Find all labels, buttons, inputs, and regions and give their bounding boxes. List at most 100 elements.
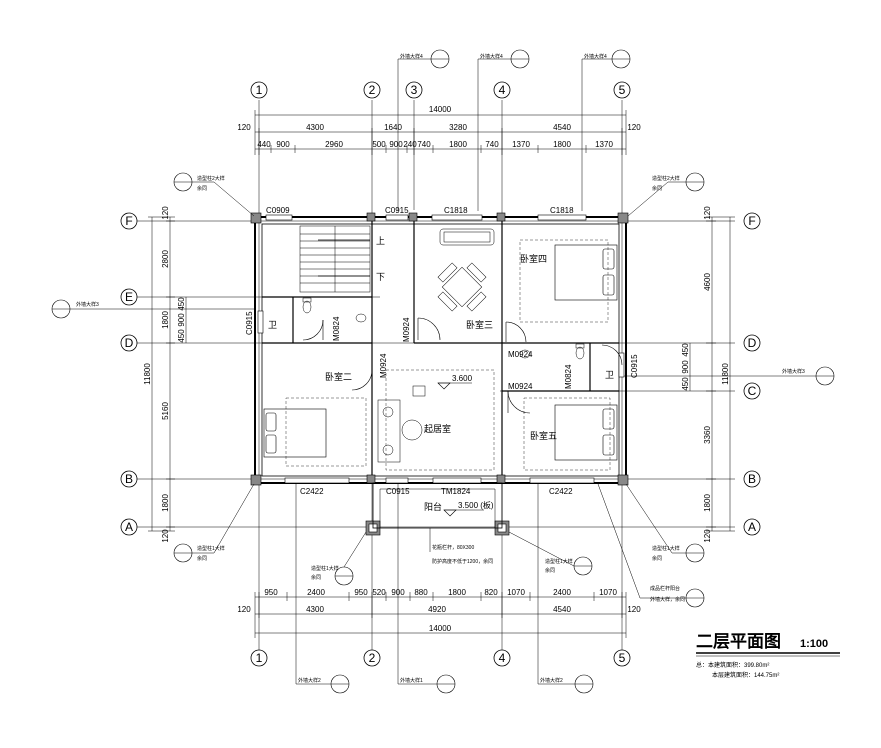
callout-right-b: 造型柱1大样 — [652, 545, 680, 552]
room-bedroom-5: 卧室五 — [530, 430, 557, 441]
room-living: 起居室 — [424, 423, 451, 434]
axis-grid-lines — [137, 100, 735, 650]
callout-right-f: 造型柱2大样 — [652, 175, 680, 182]
exterior-walls — [254, 216, 627, 484]
axis-label-1-top: 1 — [256, 83, 263, 97]
window-c0915-top: C0915 — [385, 206, 409, 215]
window-c0909: C0909 — [266, 206, 290, 215]
bottom-dim-r2-3: 950 — [354, 588, 368, 597]
window-c2422-1: C2422 — [300, 487, 324, 496]
callout-top-3: 外墙大样4 — [584, 53, 607, 60]
bottom-dim-r2-7: 1800 — [448, 588, 466, 597]
dashed-ceiling-lines — [285, 239, 611, 471]
axis-bubbles — [120, 81, 761, 667]
bed-icon — [263, 244, 618, 461]
detail-index-symbols — [51, 49, 835, 694]
bottom-total-dim: 14000 — [429, 624, 452, 633]
top-dim-r2-9: 740 — [485, 140, 499, 149]
axis-label-5-top: 5 — [619, 83, 626, 97]
callout-left-f-sub: 余同 — [197, 185, 207, 192]
axis-label-5-bottom: 5 — [619, 651, 626, 665]
bottom-dim-r2-1: 950 — [264, 588, 278, 597]
window-c1818-1: C1818 — [444, 206, 468, 215]
bottom-dimension-lines — [254, 592, 627, 638]
top-dim-r2-3: 2960 — [325, 140, 343, 149]
bottom-dim-r2-8: 820 — [484, 588, 498, 597]
bottom-dim-r2-4: 520 — [372, 588, 386, 597]
left-dim-6: 120 — [161, 529, 170, 543]
sofa-icon — [439, 228, 495, 246]
top-dim-r2-10: 1370 — [512, 140, 530, 149]
axis-label-E-left: E — [125, 290, 133, 304]
right-dim-r2-1: 450 — [681, 343, 690, 357]
callout-bottom-2: 外墙大样1 — [400, 677, 423, 684]
right-dim-r2-3: 450 — [681, 377, 690, 391]
level-living: 3.600 — [452, 374, 473, 383]
callout-leaders — [70, 58, 816, 685]
door-m0924-4: M0924 — [508, 382, 533, 391]
left-dim-5: 1800 — [161, 494, 170, 512]
window-c1818-2: C1818 — [550, 206, 574, 215]
top-dim-3: 1640 — [384, 123, 402, 132]
axis-label-1-bottom: 1 — [256, 651, 263, 665]
drawing-scale: 1:100 — [800, 638, 828, 650]
right-dim-3: 3360 — [703, 426, 712, 444]
axis-label-4-bottom: 4 — [499, 651, 506, 665]
left-dim-3: 1800 — [161, 311, 170, 329]
right-dimension-lines — [689, 216, 735, 532]
top-dim-r2-5: 900 — [389, 140, 403, 149]
bottom-dim-4: 4540 — [553, 605, 571, 614]
right-total-dim: 11800 — [721, 363, 730, 385]
rail-note-2: 防护高度不低于1200，余同 — [432, 558, 493, 565]
callout-bottom-c1: 造型柱1大样 — [311, 565, 339, 572]
top-dim-r2-8: 1800 — [449, 140, 467, 149]
left-dimension-lines — [148, 216, 187, 532]
axis-label-4-top: 4 — [499, 83, 506, 97]
level-balcony: 3.500 (板) — [458, 500, 494, 510]
axis-label-F-left: F — [125, 214, 132, 228]
room-balcony: 阳台 — [424, 501, 442, 512]
toilet-icon — [302, 297, 585, 360]
rail-right-note-2: 外墙大样，余同 — [650, 596, 685, 603]
callout-top-1: 外墙大样4 — [400, 53, 423, 60]
dining-table-icon — [437, 262, 487, 312]
bottom-dim-3: 4920 — [428, 605, 446, 614]
callout-left-b: 造型柱1大样 — [197, 545, 225, 552]
top-dim-r2-6: 240 — [403, 140, 417, 149]
callout-bottom-c1-sub: 余同 — [311, 574, 321, 581]
window-c0915-left: C0915 — [245, 311, 254, 335]
door-m0824-1: M0824 — [332, 316, 341, 341]
stair-up-label: 上 — [376, 236, 385, 246]
callout-bottom-1: 外墙大样2 — [298, 677, 321, 684]
left-dim-r2-3: 450 — [177, 329, 186, 343]
top-dimension-lines — [254, 110, 627, 155]
callout-left-f: 造型柱2大样 — [197, 175, 225, 182]
bottom-dim-r2-5: 900 — [391, 588, 405, 597]
bottom-dim-r2-10: 2400 — [553, 588, 571, 597]
top-dim-r2-7: 740 — [417, 140, 431, 149]
door-m0924-1: M0924 — [402, 317, 411, 342]
door-m0924-2: M0924 — [379, 353, 388, 378]
right-dim-r2-2: 900 — [681, 360, 690, 374]
callout-left-e: 外墙大样3 — [76, 301, 99, 308]
callout-bottom-c2-sub: 余同 — [545, 567, 555, 574]
left-dim-1: 120 — [161, 206, 170, 220]
axis-label-A-left: A — [125, 520, 133, 534]
bottom-dim-r2-11: 1070 — [599, 588, 617, 597]
top-dim-6: 120 — [627, 123, 641, 132]
bottom-dim-2: 4300 — [306, 605, 324, 614]
axis-label-2-bottom: 2 — [369, 651, 376, 665]
top-dim-r2-11: 1800 — [553, 140, 571, 149]
right-dim-1: 120 — [703, 206, 712, 220]
axis-label-D-right: D — [748, 336, 757, 350]
axis-label-B-left: B — [125, 472, 133, 486]
stair-down-label: 下 — [376, 272, 385, 282]
axis-label-2-top: 2 — [369, 83, 376, 97]
callout-right-d: 外墙大样3 — [782, 368, 805, 375]
door-m0924-3: M0924 — [508, 350, 533, 359]
note-total-area: 总：本建筑面积：399.80m² — [696, 661, 769, 669]
note-floor-area: 本层建筑面积：144.75m² — [712, 671, 779, 679]
bottom-dim-1: 120 — [237, 605, 251, 614]
rail-right-note-1: 成品栏杆阳台 — [650, 585, 680, 592]
top-dim-4: 3280 — [449, 123, 467, 132]
